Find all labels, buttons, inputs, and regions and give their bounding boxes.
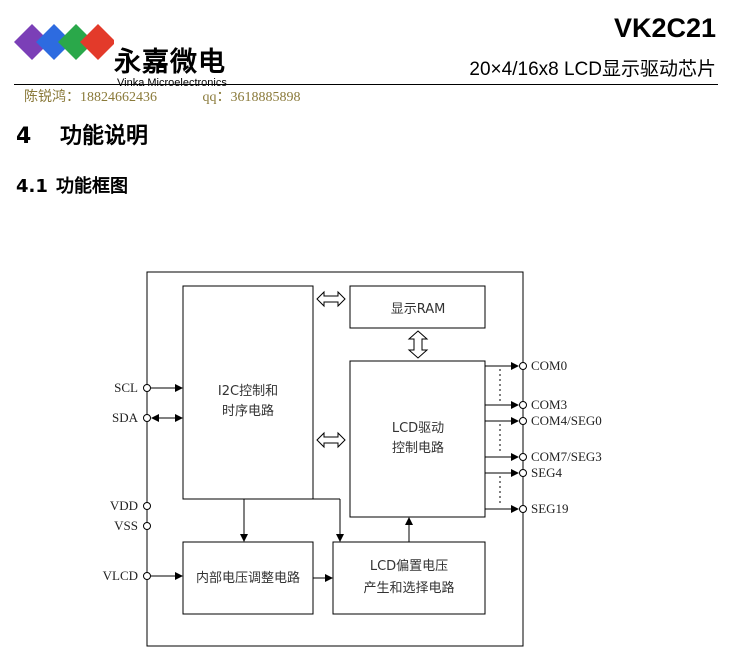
section-title: 功能说明 [60, 124, 149, 149]
model-number: VK2C21 [613, 13, 716, 43]
section-number: 4 [16, 124, 32, 149]
lcd-driver-label-2: 控制电路 [392, 440, 444, 456]
pin-label-vlcd: VLCD [103, 568, 138, 583]
ram-block-label: 显示RAM [391, 302, 446, 317]
lcd-driver-block [349, 360, 486, 518]
contact-line: 陈锐鸿：18824662436 qq：3618885898 [24, 86, 301, 106]
section-heading: 4 功能说明 [16, 118, 148, 150]
pin-label-seg4: SEG4 [531, 465, 563, 480]
brand-name-cn: 永嘉微电 [114, 47, 226, 78]
pin-label-com4-seg0: COM4/SEG0 [531, 413, 602, 428]
ram-driver-bus-arrow [407, 330, 429, 359]
regulator-block-label: 内部电压调整电路 [196, 570, 300, 586]
i2c-block-label-1: I2C控制和 [218, 384, 278, 399]
brand-name-en: Vinka Microelectronics [117, 77, 227, 89]
pin-label-vdd: VDD [110, 498, 138, 513]
document-subtitle: 20×4/16x8 LCD显示驱动芯片 [469, 59, 716, 80]
bias-block-label-2: 产生和选择电路 [363, 580, 454, 596]
i2c-ram-bus-arrow [316, 290, 346, 308]
i2c-driver-bus-arrow [316, 431, 346, 449]
subsection-number: 4.1 [16, 176, 48, 197]
pin-label-seg19: SEG19 [531, 501, 569, 516]
pin-label-sda: SDA [112, 410, 139, 425]
i2c-control-block [182, 285, 314, 500]
contact-phone: 陈锐鸿：18824662436 [24, 90, 157, 105]
bias-generator-block [332, 541, 486, 615]
subsection-title: 功能框图 [56, 176, 128, 197]
display-ram-block [349, 285, 486, 329]
right-pin-lines [485, 362, 519, 513]
pin-label-vss: VSS [114, 518, 138, 533]
pin-seg19 [519, 505, 527, 513]
lcd-driver-label-1: LCD驱动 [392, 421, 444, 436]
pin-com0 [519, 362, 527, 370]
pin-vss [143, 522, 151, 530]
header-divider [14, 84, 718, 85]
pin-vdd [143, 502, 151, 510]
subsection-heading: 4.1 功能框图 [16, 172, 128, 198]
pin-com4-seg0 [519, 417, 527, 425]
pin-com7-seg3 [519, 453, 527, 461]
pin-sda [143, 414, 151, 422]
pin-label-scl: SCL [114, 380, 138, 395]
logo-diamonds-icon [14, 24, 114, 60]
vinka-logo: 永嘉微电 Vinka Microelectronics [14, 20, 227, 89]
pin-com3 [519, 401, 527, 409]
i2c-block-label-2: 时序电路 [222, 403, 274, 419]
pin-label-com3: COM3 [531, 397, 567, 412]
pin-label-com0: COM0 [531, 358, 567, 373]
pin-seg4 [519, 469, 527, 477]
pin-vlcd [143, 572, 151, 580]
pin-scl [143, 384, 151, 392]
bias-block-label-1: LCD偏置电压 [370, 559, 448, 574]
right-pins [519, 362, 527, 513]
left-pins [143, 384, 151, 580]
pin-label-com7-seg3: COM7/SEG3 [531, 449, 602, 464]
contact-qq: qq：3618885898 [202, 90, 301, 105]
